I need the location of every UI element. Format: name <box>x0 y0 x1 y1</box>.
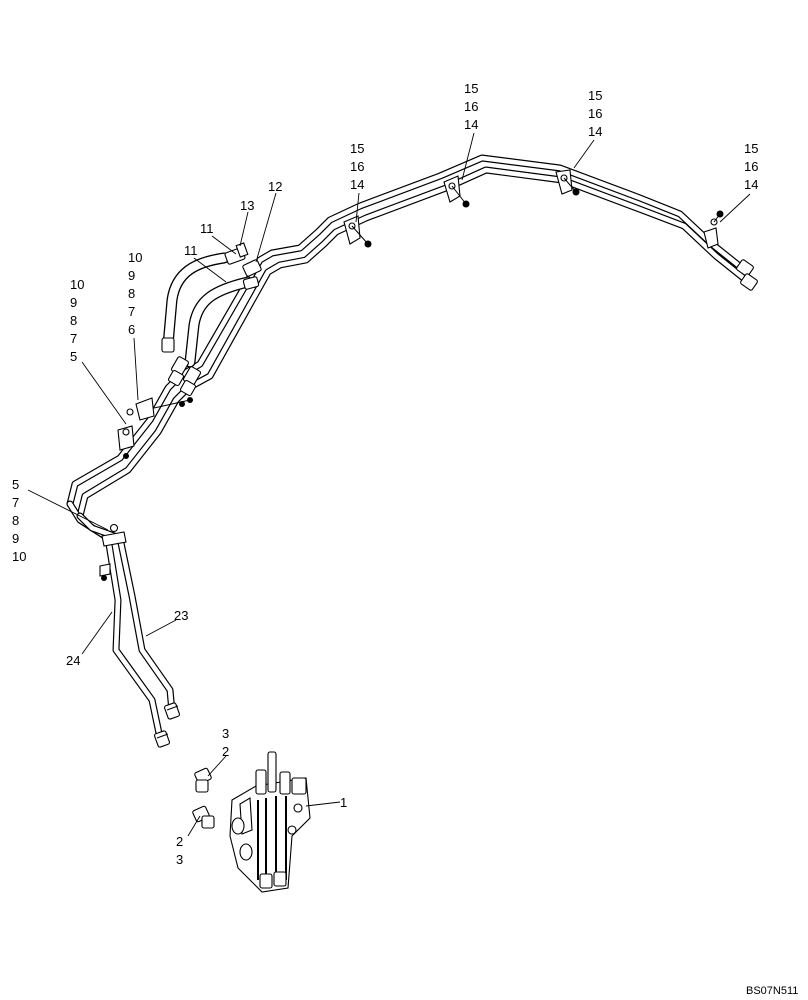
callout-group-left-lower: 5 7 8 9 10 <box>12 477 26 564</box>
hose-right <box>184 276 254 368</box>
control-valve <box>229 751 311 893</box>
callout-7: 7 <box>12 495 19 510</box>
callout-group-fitting-lower: 2 3 <box>176 834 183 867</box>
clamp-1 <box>343 215 372 248</box>
hose-left <box>162 252 230 351</box>
callout-5: 5 <box>12 477 19 492</box>
callout-10: 10 <box>70 277 84 292</box>
callout-3: 3 <box>222 726 229 741</box>
callout-7: 7 <box>128 304 135 319</box>
callout-23: 23 <box>174 608 188 623</box>
callout-9: 9 <box>128 268 135 283</box>
callout-16: 16 <box>350 159 364 174</box>
hose-end-right <box>242 276 260 290</box>
callout-group-left-mid: 10 9 8 7 5 <box>70 277 84 364</box>
clamp-3 <box>555 169 580 196</box>
callout-14: 14 <box>744 177 758 192</box>
hose-coupling-12 <box>242 259 262 277</box>
callout-11: 11 <box>200 221 214 236</box>
callout-14: 14 <box>588 124 602 139</box>
hose-tube-couplings <box>167 356 202 397</box>
callout-8: 8 <box>12 513 19 528</box>
callout-group-far-right: 15 16 14 <box>744 141 758 192</box>
callout-16: 16 <box>464 99 478 114</box>
callout-9: 9 <box>12 531 19 546</box>
callout-12: 12 <box>268 179 282 194</box>
callout-16: 16 <box>588 106 602 121</box>
callout-15: 15 <box>744 141 758 156</box>
tube-24 <box>104 534 164 742</box>
callout-8: 8 <box>70 313 77 328</box>
callout-14: 14 <box>350 177 364 192</box>
callout-16: 16 <box>744 159 758 174</box>
callout-1: 1 <box>340 795 347 810</box>
callout-11: 11 <box>184 243 198 258</box>
callout-2: 2 <box>222 744 229 759</box>
callout-10: 10 <box>128 250 142 265</box>
callout-10: 10 <box>12 549 26 564</box>
callout-group-center: 15 16 14 <box>350 141 364 192</box>
tube-24-end-fitting <box>153 730 171 748</box>
callout-8: 8 <box>128 286 135 301</box>
callout-3: 3 <box>176 852 183 867</box>
callout-5: 5 <box>70 349 77 364</box>
callout-group-top-right: 15 16 14 <box>588 88 602 139</box>
callout-24: 24 <box>66 653 80 668</box>
leader-lines <box>27 132 751 837</box>
tube-joint-bend <box>66 500 124 542</box>
callout-7: 7 <box>70 331 77 346</box>
clamp-left-mid <box>117 425 135 459</box>
callout-6: 6 <box>128 322 135 337</box>
callout-15: 15 <box>350 141 364 156</box>
right-end-fitting <box>736 259 758 291</box>
callout-group-top-center: 15 16 14 <box>464 81 478 132</box>
elbow-fitting-upper <box>194 767 212 793</box>
tube-line-lower <box>76 166 750 520</box>
callout-15: 15 <box>464 81 478 96</box>
tube-23 <box>116 534 176 716</box>
callout-9: 9 <box>70 295 77 310</box>
hose-coupling-13 <box>224 242 249 265</box>
callout-group-fitting-upper: 3 2 <box>222 726 229 759</box>
clamp-2 <box>443 175 470 208</box>
tube-23-end-fitting <box>163 702 181 720</box>
callout-14: 14 <box>464 117 478 132</box>
callout-15: 15 <box>588 88 602 103</box>
callout-13: 13 <box>240 198 254 213</box>
clamp-lower <box>99 523 127 581</box>
hose-end-lower-left <box>161 337 175 353</box>
drawing-id: BS07N511 <box>746 985 798 997</box>
clamp-4 <box>703 210 724 249</box>
clamp-left-upper <box>126 397 193 421</box>
callout-group-left-upper: 10 9 8 7 6 <box>128 250 142 337</box>
callout-2: 2 <box>176 834 183 849</box>
elbow-fitting-lower <box>192 805 215 829</box>
